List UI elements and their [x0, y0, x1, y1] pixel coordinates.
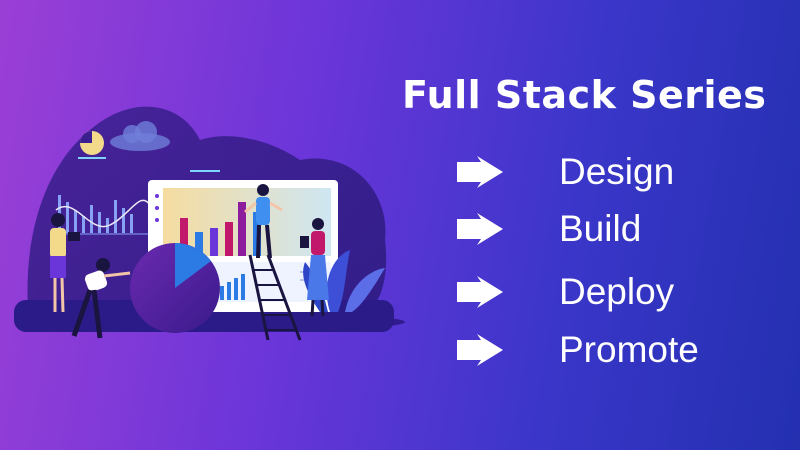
- arrow-right-icon: [457, 276, 503, 308]
- step-item-build: Build: [455, 207, 775, 251]
- step-item-design: Design: [455, 150, 775, 194]
- step-label: Deploy: [559, 271, 675, 312]
- arrow-right-icon: [457, 213, 503, 245]
- step-item-deploy: Deploy: [455, 270, 775, 314]
- arrow-right-icon: [457, 156, 503, 188]
- step-item-promote: Promote: [455, 328, 775, 372]
- step-label: Build: [559, 208, 642, 249]
- arrow-right-icon: [457, 334, 503, 366]
- slide-title: Full Stack Series: [402, 73, 767, 117]
- step-label: Design: [559, 151, 675, 192]
- step-label: Promote: [559, 329, 699, 370]
